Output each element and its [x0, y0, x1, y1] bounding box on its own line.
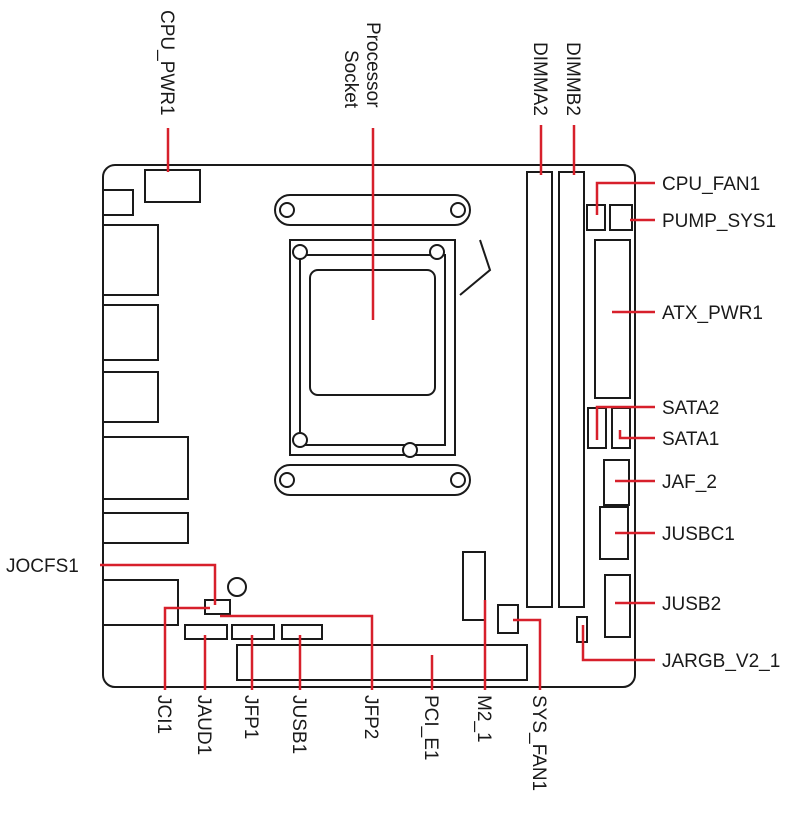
label-dimma2: DIMMA2 [529, 42, 550, 116]
label-cpu-fan1: CPU_FAN1 [662, 174, 760, 195]
label-jfp2: JFP2 [360, 695, 381, 739]
label-pump-sys1: PUMP_SYS1 [662, 211, 776, 232]
pump-sys-header [609, 204, 633, 231]
atx-power-connector [594, 239, 631, 399]
label-jusb2: JUSB2 [662, 594, 721, 615]
sata1-port [611, 407, 631, 449]
label-jusb1: JUSB1 [288, 695, 309, 754]
leader-lines [100, 125, 655, 690]
label-sata1: SATA1 [662, 429, 719, 450]
label-atx-pwr1: ATX_PWR1 [662, 303, 763, 324]
battery [227, 577, 247, 597]
dimm-slot-b2 [558, 171, 585, 608]
dimm-slot-a2 [526, 171, 553, 608]
label-jaud1: JAUD1 [193, 695, 214, 755]
label-m2-1: M2_1 [473, 695, 494, 743]
m2-slot [462, 551, 486, 621]
label-jargb-v2-1: JARGB_V2_1 [662, 651, 780, 672]
label-socket-line2: Socket [340, 50, 361, 109]
jusb2-header [604, 574, 631, 638]
label-sys-fan1: SYS_FAN1 [528, 695, 549, 791]
pcie-slot [236, 644, 528, 681]
rear-io-ports [102, 189, 189, 626]
cpu-pwr-connector [144, 169, 201, 203]
label-jusbc1: JUSBC1 [662, 524, 735, 545]
label-cpu-pwr1: CPU_PWR1 [156, 10, 177, 116]
label-dimmb2: DIMMB2 [562, 42, 583, 116]
label-jocfs1: JOCFS1 [6, 556, 79, 577]
label-jfp1: JFP1 [240, 695, 261, 739]
jaf2-header [603, 459, 630, 506]
jusb1-header [281, 624, 323, 640]
label-pci-e1: PCI_E1 [420, 695, 441, 760]
label-jci1: JCI1 [153, 695, 174, 734]
label-jaf-2: JAF_2 [662, 472, 717, 493]
label-processor-line1: Processor [362, 22, 383, 108]
label-sata2: SATA2 [662, 398, 719, 419]
